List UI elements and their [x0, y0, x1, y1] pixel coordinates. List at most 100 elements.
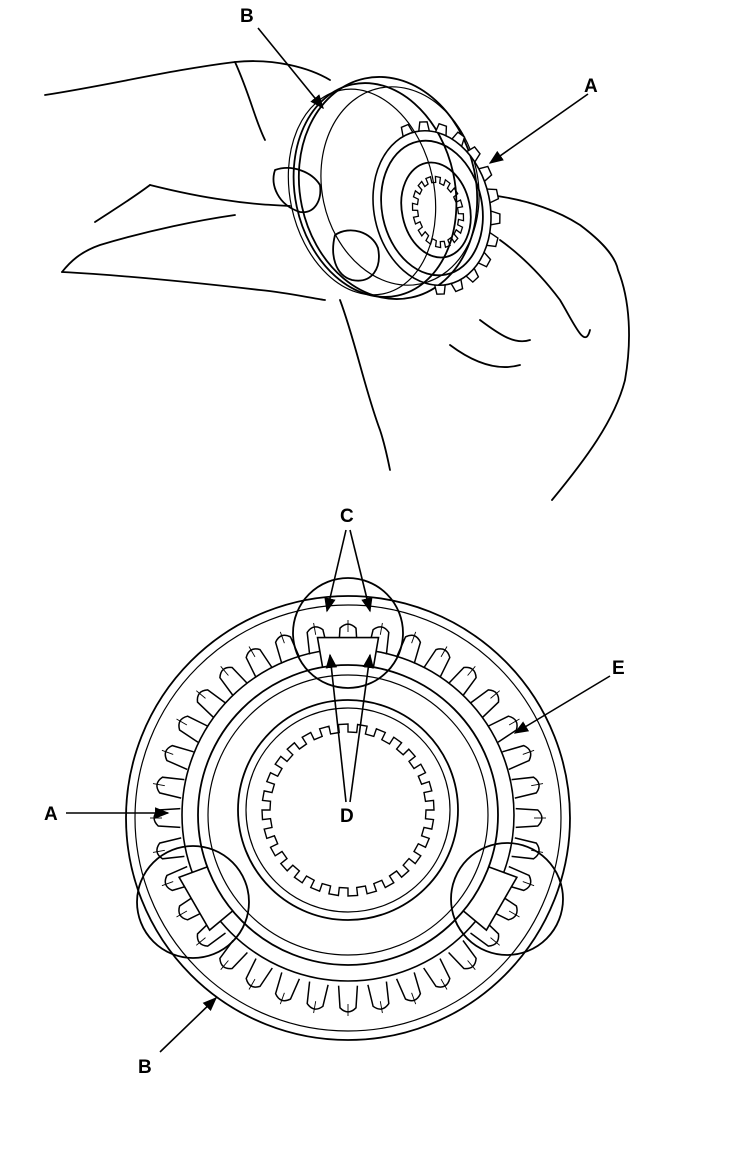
callout-label-B-top: B [240, 6, 254, 27]
sleeve-tooth-chamfer [522, 881, 535, 887]
sleeve-tooth-chamfer [220, 666, 229, 676]
sleeve-tooth [156, 776, 185, 799]
sleeve-outer-circle [125, 595, 571, 1041]
sleeve-tooth [470, 689, 500, 718]
leader-C-left [324, 529, 347, 613]
leader-A-top [488, 93, 589, 164]
spline-profile-top [411, 175, 465, 249]
hub-rim-top [372, 129, 492, 287]
sleeve-tooth-chamfer [440, 646, 448, 658]
sleeve-tooth [423, 958, 451, 988]
callout-label-A-top: A [584, 76, 598, 97]
hands-holding-assembly [44, 60, 630, 501]
sleeve-tooth-chamfer [279, 631, 285, 644]
leader-D-right [349, 653, 374, 803]
sleeve-tooth-chamfer [176, 910, 188, 918]
hub-tooth-top [466, 145, 481, 163]
hub-tooth-top [478, 251, 492, 268]
sleeve-tooth-chamfer [522, 749, 535, 755]
left-hand-lower [61, 184, 236, 273]
sleeve-tooth-chamfer [379, 1001, 383, 1014]
sleeve-tooth [196, 689, 226, 718]
hub-boss [400, 161, 472, 259]
callout-label-A-bottom: A [44, 804, 58, 825]
left-thumb [272, 167, 322, 213]
sleeve-tooth [511, 776, 540, 799]
callout-label-D: D [340, 806, 354, 827]
sleeve-tooth [178, 715, 208, 743]
leader-B-bottom [159, 997, 218, 1053]
leader-D-left [325, 653, 347, 803]
sleeve-tooth [245, 648, 273, 678]
sleeve-tooth-chamfer [467, 666, 476, 676]
sleeve-tooth [488, 715, 518, 743]
hub-key [177, 866, 234, 932]
sleeve-tooth-chamfer [279, 992, 285, 1005]
right-palm-line [449, 319, 531, 368]
sleeve-tooth-chamfer [490, 690, 500, 699]
sleeve-inner-edge [320, 86, 480, 286]
sleeve-tooth [367, 981, 390, 1010]
sleeve-outer-ring-edge [292, 82, 458, 298]
sleeve-tooth [511, 837, 540, 860]
callout-label-C: C [340, 506, 354, 527]
hub-face [380, 139, 484, 277]
detail-circle-right [450, 842, 564, 956]
right-wrist [339, 299, 391, 471]
sleeve-tooth-chamfer [379, 622, 383, 635]
sleeve-tooth [219, 666, 248, 696]
sleeve-tooth-chamfer [508, 910, 520, 918]
sleeve-tooth-chamfer [411, 631, 417, 644]
sleeve-tooth-chamfer [248, 978, 256, 990]
spline-profile [261, 723, 435, 897]
sleeve-teeth-ring [150, 620, 546, 1016]
hub-tooth-top [478, 165, 493, 182]
sleeve-tooth-chamfer [411, 992, 417, 1005]
sleeve-tooth-chamfer [313, 622, 317, 635]
right-hand-inner [499, 239, 591, 339]
sleeve-tooth [245, 958, 273, 988]
sleeve-tooth [274, 972, 301, 1002]
hub-inner-circle [197, 664, 499, 966]
hub-boss-inner [245, 707, 451, 913]
sleeve-tooth [423, 648, 451, 678]
sleeve-tooth-chamfer [161, 881, 174, 887]
hub-key [462, 866, 519, 932]
hub-inner-circle-2 [207, 674, 489, 956]
hub-tooth-top [451, 131, 466, 147]
sleeve-tooth-chamfer [467, 960, 476, 970]
sleeve-tooth-chamfer [220, 960, 229, 970]
sleeve-tooth-chamfer [248, 646, 256, 658]
leader-E [513, 675, 611, 734]
leader-C-right [349, 529, 373, 613]
leader-B-top [257, 27, 324, 110]
sleeve-tooth-chamfer [490, 937, 500, 946]
sleeve-tooth [448, 666, 477, 696]
sleeve-inner-circle [134, 604, 562, 1032]
hub-tooth-top [490, 210, 501, 226]
sleeve-tooth-chamfer [176, 718, 188, 726]
right-thumb [332, 229, 380, 282]
hub-spline-top [411, 175, 465, 249]
hub-tooth-top [434, 284, 446, 295]
sleeve-tooth [395, 972, 422, 1002]
hub-boss-outer [237, 699, 459, 921]
left-hand-outline [44, 60, 331, 96]
sleeve-outer-ring [297, 76, 479, 300]
right-hand-outline [489, 194, 630, 501]
hub-tooth-top [465, 267, 480, 284]
front-view-assembly [125, 577, 571, 1041]
sleeve-groove [287, 88, 437, 296]
sleeve-tooth-chamfer [440, 978, 448, 990]
left-fingers-lower [61, 271, 326, 301]
left-index-finger [149, 184, 291, 207]
sleeve-tooth [306, 981, 329, 1010]
hub-tooth-top [418, 121, 430, 132]
hub-teeth-top [372, 121, 501, 295]
sleeve-tooth-chamfer [313, 1001, 317, 1014]
sleeve-tooth-chamfer [161, 749, 174, 755]
sleeve-tooth-chamfer [196, 690, 206, 699]
left-hand-palm [234, 61, 266, 141]
detail-circle-top [292, 577, 404, 689]
